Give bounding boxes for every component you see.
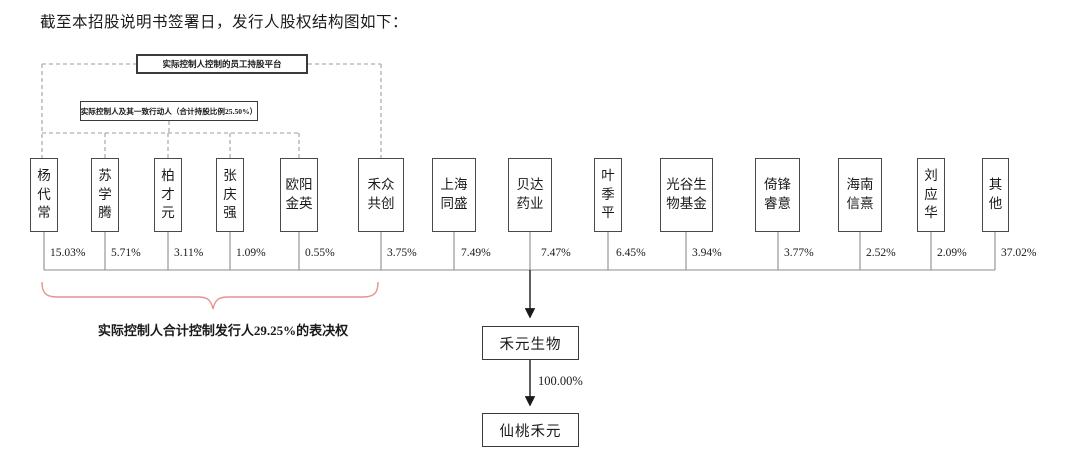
shareholder-box: 苏学腾: [91, 158, 119, 232]
shareholder-name: 倚锋睿意: [764, 177, 791, 211]
shareholder-box: 光谷生物基金: [660, 158, 713, 232]
shareholder-name: 叶季平: [601, 167, 615, 221]
page-title: 截至本招股说明书签署日，发行人股权结构图如下：: [40, 14, 409, 31]
shareholding-pct: 0.55%: [305, 247, 335, 259]
control-note: 实际控制人合计控制发行人29.25%的表决权: [97, 323, 349, 338]
shareholding-pct: 7.47%: [541, 247, 571, 259]
shareholding-pct: 3.11%: [174, 247, 204, 259]
shareholder-box: 叶季平: [594, 158, 622, 232]
subsidiary-box: 仙桃禾元: [482, 413, 579, 447]
shareholder-name: 苏学腾: [98, 167, 112, 221]
shareholder-box: 张庆强: [216, 158, 244, 232]
shareholder-box: 上海同盛: [432, 158, 476, 232]
shareholder-name: 欧阳金英: [285, 177, 313, 211]
shareholder-name: 禾众共创: [367, 177, 395, 211]
shareholding-pct: 7.49%: [461, 247, 491, 259]
control-brace: [41, 281, 379, 310]
shareholder-box: 杨代常: [30, 158, 58, 232]
shareholder-box: 欧阳金英: [280, 158, 318, 232]
shareholding-pct: 37.02%: [1001, 247, 1037, 259]
shareholding-pct: 15.03%: [50, 247, 86, 259]
shareholder-name: 光谷生物基金: [666, 177, 707, 211]
shareholder-name: 张庆强: [223, 167, 237, 221]
issuer-label: 禾元生物: [499, 336, 562, 353]
shareholding-pct: 3.77%: [784, 247, 814, 259]
shareholder-name: 杨代常: [37, 167, 51, 221]
shareholder-box: 贝达药业: [508, 158, 552, 232]
shareholding-pct: 3.75%: [387, 247, 417, 259]
concert-parties-box: 实际控制人及其一致行动人（合计持股比例25.50%）: [80, 101, 258, 121]
shareholding-pct: 2.09%: [937, 247, 967, 259]
shareholder-name: 贝达药业: [516, 177, 544, 211]
shareholder-box: 刘应华: [917, 158, 945, 232]
shareholder-box: 倚锋睿意: [755, 158, 800, 232]
shareholder-name: 海南信熹: [846, 177, 874, 211]
shareholding-pct: 1.09%: [236, 247, 266, 259]
shareholder-name: 刘应华: [924, 167, 938, 221]
shareholder-name: 柏才元: [161, 167, 175, 221]
shareholder-box: 柏才元: [154, 158, 182, 232]
shareholding-pct: 6.45%: [616, 247, 646, 259]
subsidiary-label: 仙桃禾元: [499, 423, 562, 440]
shareholding-pct: 5.71%: [111, 247, 141, 259]
shareholding-pct: 3.94%: [692, 247, 722, 259]
shareholding-pct: 2.52%: [866, 247, 896, 259]
employee-platform-label: 实际控制人控制的员工持股平台: [162, 59, 282, 69]
shareholder-name: 上海同盛: [440, 177, 468, 211]
shareholder-box: 禾众共创: [358, 158, 404, 232]
issuer-box: 禾元生物: [482, 326, 579, 360]
shareholder-name: 其他: [988, 177, 1003, 211]
subsidiary-pct: 100.00%: [538, 374, 583, 388]
shareholder-box: 海南信熹: [838, 158, 882, 232]
concert-parties-label: 实际控制人及其一致行动人（合计持股比例25.50%）: [80, 106, 258, 116]
shareholder-box: 其他: [982, 158, 1009, 232]
employee-platform-box: 实际控制人控制的员工持股平台: [136, 54, 308, 74]
